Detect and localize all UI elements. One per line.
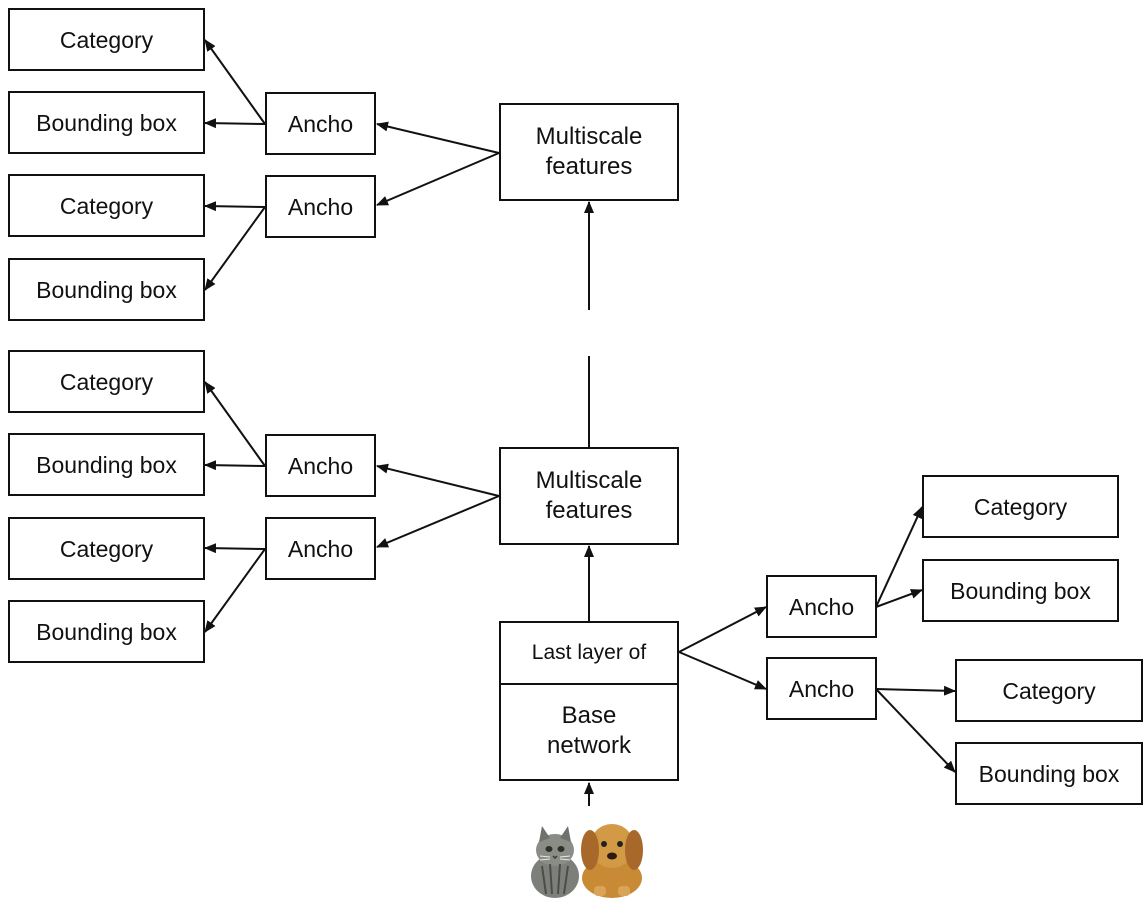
- arrow-base-to-anchor1: [678, 606, 767, 653]
- dog-icon: [581, 824, 643, 898]
- base-network-label: Base network: [546, 702, 632, 759]
- arrow-middle-anchor1-to-category: [204, 381, 266, 467]
- base-anchor-2: Ancho: [766, 657, 877, 720]
- arrow-upper-anchor2-to-bbox: [204, 206, 266, 291]
- arrow-middle-anchor2-to-category: [204, 543, 266, 554]
- middle-multiscale-features: Multiscale features: [499, 447, 679, 545]
- base-bbox-1: Bounding box: [922, 559, 1119, 622]
- cat-icon: [531, 826, 579, 898]
- upper-category-1: Category: [8, 8, 205, 71]
- arrow-upper-anchor1-to-category: [204, 39, 266, 125]
- arrow-base-anchor1-to-bbox: [875, 589, 923, 608]
- arrow-base-anchor2-to-bbox: [875, 688, 956, 773]
- arrow-base-to-anchor2: [678, 651, 767, 690]
- arrow-middle-anchor2-to-bbox: [204, 548, 266, 633]
- upper-anchor-2: Ancho: [265, 175, 376, 238]
- upper-category-2: Category: [8, 174, 205, 237]
- upper-anchor-1: Ancho: [265, 92, 376, 155]
- base-bbox-2: Bounding box: [955, 742, 1143, 805]
- arrow-base-anchor2-to-category: [875, 685, 956, 696]
- arrow-upper-anchor1-to-bbox: [204, 118, 266, 129]
- arrow-upper-features-to-anchor2: [376, 152, 500, 206]
- middle-category-2: Category: [8, 517, 205, 580]
- cat-and-dog-image: [531, 824, 643, 898]
- arrow-middle-anchor1-to-bbox: [204, 460, 266, 471]
- middle-bbox-1: Bounding box: [8, 433, 205, 496]
- arrow-upper-features-to-anchor1: [376, 121, 500, 154]
- arrow-middle-features-to-anchor1: [376, 463, 500, 497]
- last-layer-label: Last layer of: [501, 623, 677, 685]
- middle-anchor-2: Ancho: [265, 517, 376, 580]
- base-category-1: Category: [922, 475, 1119, 538]
- upper-multiscale-features: Multiscale features: [499, 103, 679, 201]
- base-network-box: Last layer of Base network: [499, 621, 679, 781]
- base-anchor-1: Ancho: [766, 575, 877, 638]
- arrow-base-anchor1-to-category: [875, 506, 923, 608]
- upper-bbox-2: Bounding box: [8, 258, 205, 321]
- middle-bbox-2: Bounding box: [8, 600, 205, 663]
- middle-category-1: Category: [8, 350, 205, 413]
- arrow-middle-features-to-anchor2: [376, 495, 500, 548]
- upper-bbox-1: Bounding box: [8, 91, 205, 154]
- arrow-upper-anchor2-to-category: [204, 201, 266, 212]
- middle-anchor-1: Ancho: [265, 434, 376, 497]
- base-category-2: Category: [955, 659, 1143, 722]
